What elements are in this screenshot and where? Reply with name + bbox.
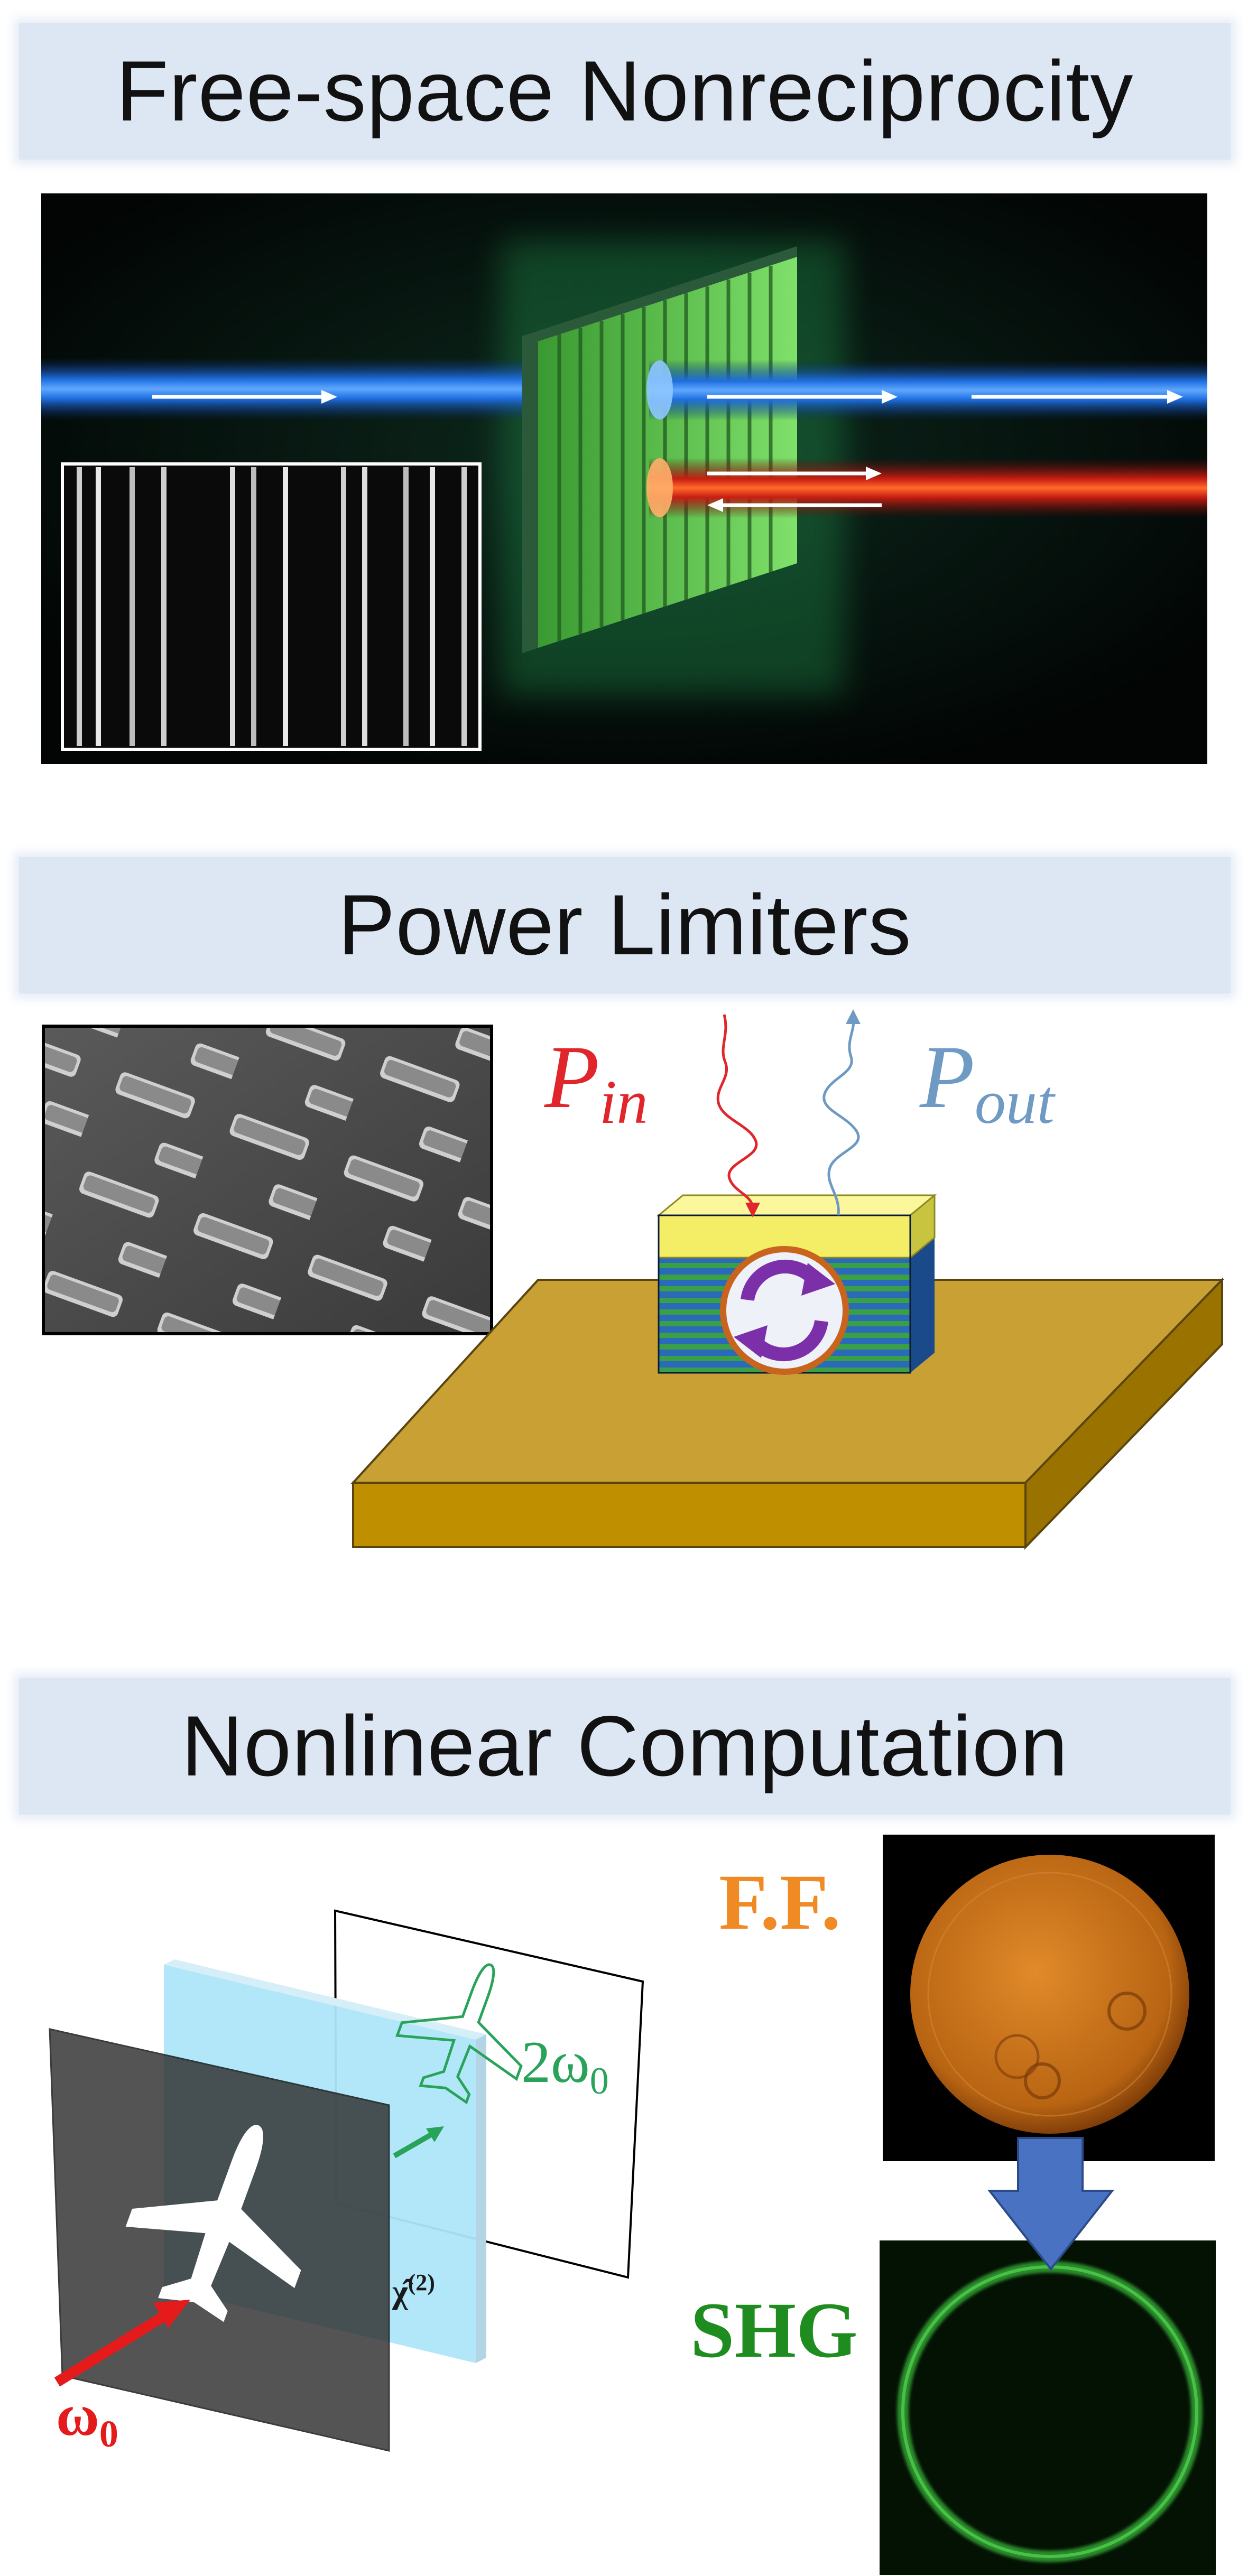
- gold-substrate: [350, 1277, 1225, 1550]
- p-in-label: P: [544, 1027, 599, 1127]
- two-omega0-label: 2ω: [521, 2030, 590, 2095]
- omega0-label: ω: [56, 2383, 99, 2448]
- p-out-label: P: [919, 1027, 975, 1127]
- ff-label: F.F.: [719, 1858, 841, 1946]
- p-in-subscript: in: [599, 1067, 648, 1137]
- power-limiter-illustration: Pin Pout: [42, 1009, 1225, 1550]
- svg-text:χ̂(2): χ̂(2): [392, 2270, 435, 2310]
- sem-inset-pillars: [42, 1025, 493, 1335]
- airplane-input-icon: [125, 2125, 301, 2322]
- nonlinear-computation-illustration: ω0 2ω0 χ̂(2) F.F. SHG: [49, 1835, 1216, 2575]
- banner-nonreciprocity: Free-space Nonreciprocity: [19, 23, 1231, 160]
- svg-text:ω0: ω0: [56, 2383, 118, 2455]
- svg-text:Pout: Pout: [919, 1027, 1056, 1137]
- blue-down-arrow: [987, 2137, 1115, 2271]
- banner-nonlinear-computation: Nonlinear Computation: [19, 1678, 1231, 1815]
- title-nonreciprocity: Free-space Nonreciprocity: [116, 43, 1134, 139]
- shg-image: [880, 2240, 1216, 2575]
- nonreciprocity-illustration: [41, 193, 1207, 764]
- svg-text:Pin: Pin: [544, 1027, 648, 1137]
- p-in-wave: [716, 1014, 760, 1217]
- omega0-subscript: 0: [99, 2413, 118, 2455]
- cycle-arrows-icon: [720, 1246, 849, 1375]
- p-out-wave: [822, 1009, 861, 1216]
- red-input-arrow: [54, 2300, 190, 2387]
- two-omega0-subscript: 0: [590, 2060, 609, 2102]
- banner-power-limiters: Power Limiters: [19, 857, 1231, 993]
- title-nonlinear-computation: Nonlinear Computation: [181, 1698, 1068, 1794]
- title-power-limiters: Power Limiters: [338, 877, 912, 973]
- airplane-output-icon: [395, 1963, 523, 2105]
- svg-text:2ω0: 2ω0: [521, 2030, 609, 2102]
- sem-inset-grating: [61, 462, 482, 751]
- p-out-subscript: out: [975, 1067, 1056, 1137]
- chi2-superscript: (2): [408, 2270, 435, 2295]
- shg-label: SHG: [690, 2286, 858, 2374]
- ff-image: [883, 1835, 1215, 2161]
- green-arrow: [393, 2126, 444, 2159]
